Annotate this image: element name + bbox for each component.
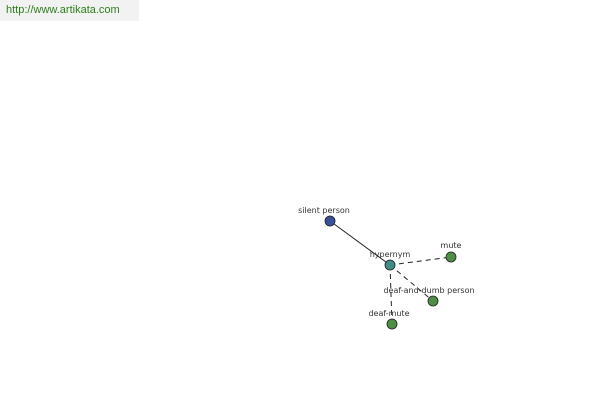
node-deaf-mute[interactable]: deaf-mute: [368, 309, 410, 330]
node-deaf-mute-label: deaf-mute: [368, 309, 409, 318]
node-deaf-mute-dot[interactable]: [386, 318, 398, 330]
node-silent-person-label: silent person: [298, 206, 350, 215]
node-deaf-and-dumb-person[interactable]: deaf-and-dumb person: [383, 286, 475, 307]
node-mute-label: mute: [441, 241, 462, 250]
node-deaf-and-dumb-person-dot[interactable]: [427, 295, 439, 307]
node-mute[interactable]: mute: [441, 241, 462, 263]
node-deaf-and-dumb-person-label: deaf-and-dumb person: [383, 286, 474, 295]
site-url-text[interactable]: http://www.artikata.com: [6, 4, 120, 16]
node-hypernym[interactable]: hypernym: [370, 250, 411, 271]
edge-silent-person-hypernym: [329, 220, 391, 266]
node-hypernym-dot[interactable]: [384, 259, 396, 271]
edge-hypernym-deaf-and-dumb-person: [389, 264, 434, 302]
node-silent-person[interactable]: silent person: [298, 206, 350, 227]
node-hypernym-label: hypernym: [370, 250, 411, 259]
node-mute-dot[interactable]: [445, 251, 457, 263]
site-url-banner[interactable]: http://www.artikata.com: [0, 0, 139, 21]
edge-hypernym-mute: [389, 256, 452, 266]
edge-hypernym-deaf-mute: [389, 264, 393, 325]
node-silent-person-dot[interactable]: [324, 215, 336, 227]
